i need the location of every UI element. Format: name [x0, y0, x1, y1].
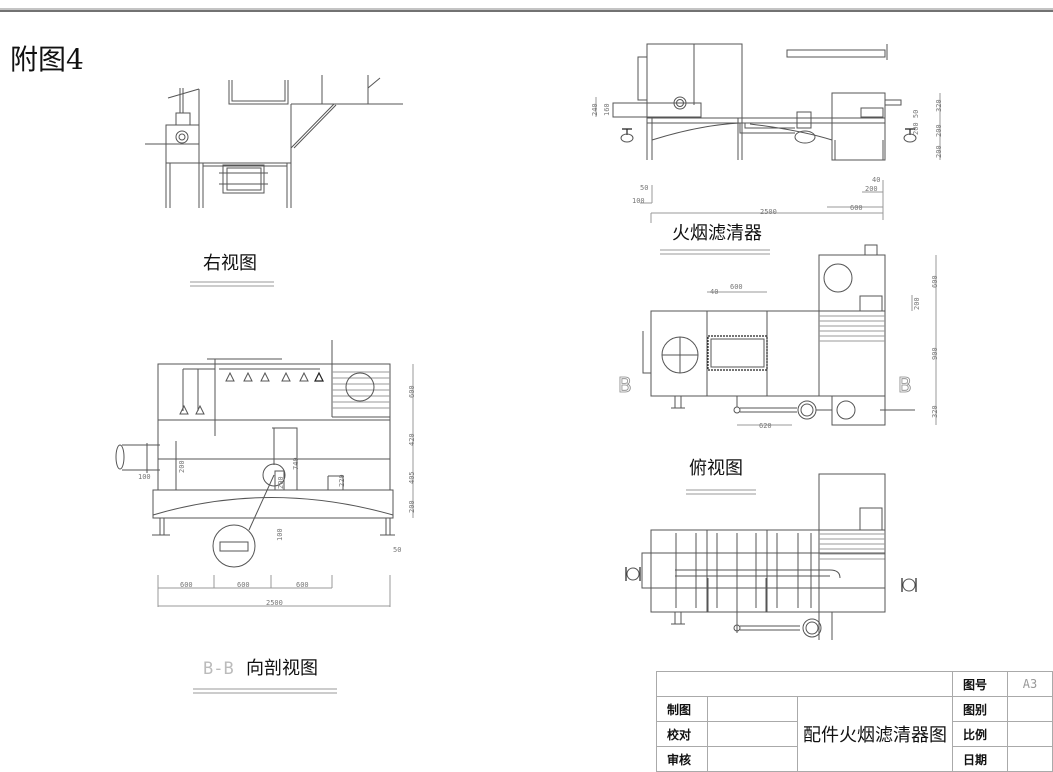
dimension-label: 200 [935, 124, 943, 137]
front-view-caption: 火烟滤清器 [672, 223, 762, 244]
dimension-label: 320 [935, 99, 943, 112]
drawing-category-value [1007, 696, 1053, 722]
dimension-label: 200 [935, 145, 943, 158]
dimension-label: 600 [931, 275, 939, 288]
dimension-label: 405 [408, 471, 416, 484]
drawing-title: 配件火烟滤清器图 [797, 696, 953, 772]
checked-by-value [707, 721, 798, 747]
right-view-caption: 右视图 [203, 253, 257, 274]
dimension-label: 220 [338, 474, 346, 487]
dimension-label: 600 [237, 581, 250, 589]
dimension-label: 100 [276, 528, 284, 541]
dimension-label: 420 [408, 433, 416, 446]
section-mark-b-right: B [898, 373, 912, 397]
section-view-caption: 向剖视图 [246, 658, 318, 679]
dimension-label: 600 [296, 581, 309, 589]
front-view-drawing: 240 160 320 200 200 200 50 50 100 40 200… [591, 43, 943, 223]
drawing-number-label: 图号 [952, 671, 1008, 697]
dimension-label: 160 [603, 103, 611, 116]
page-title: 附图4 [10, 43, 84, 76]
dimension-label: 100 [632, 197, 645, 205]
dimension-label: 200 [865, 185, 878, 193]
right-view-drawing [145, 75, 403, 208]
dimension-label: 200 50 [912, 110, 920, 135]
dimension-label: 2500 [760, 208, 777, 216]
top-view-drawing: 600 40 200 600 900 320 620 B B [618, 244, 939, 430]
dimension-label: 200 [408, 500, 416, 513]
reviewed-by-label: 审核 [656, 746, 708, 772]
scale-value [1007, 721, 1053, 747]
dimension-label: 620 [759, 422, 772, 430]
title-block: 图号 A3 制图 配件火烟滤清器图 图别 校对 比例 审核 日期 [656, 671, 1053, 772]
drawn-by-label: 制图 [656, 696, 708, 722]
drawing-number-value: A3 [1007, 671, 1053, 697]
top-view-caption: 俯视图 [689, 458, 743, 479]
dimension-label: 200 [277, 476, 285, 489]
scale-label: 比例 [952, 721, 1008, 747]
drawn-by-value [707, 696, 798, 722]
dimension-label: 600 [730, 283, 743, 291]
dimension-label: 50 [393, 546, 401, 554]
checked-by-label: 校对 [656, 721, 708, 747]
dimension-label: 2500 [266, 599, 283, 607]
section-caption-prefix: B-B [203, 659, 234, 679]
dimension-label: 600 [408, 385, 416, 398]
dimension-label: 40 [710, 288, 718, 296]
dimension-label: 50 [640, 184, 648, 192]
dimension-label: 320 [931, 405, 939, 418]
drawing-category-label: 图别 [952, 696, 1008, 722]
dimension-label: 240 [591, 103, 599, 116]
pipe-layout-drawing [625, 473, 917, 640]
dimension-label: 100 [138, 473, 151, 481]
dimension-label: 40 [872, 176, 880, 184]
section-mark-b-left: B [618, 373, 632, 397]
dimension-label: 740 [292, 457, 300, 470]
dimension-label: 600 [850, 204, 863, 212]
dimension-label: 200 [178, 460, 186, 473]
dimension-label: 200 [913, 297, 921, 310]
dimension-label: 600 [180, 581, 193, 589]
section-view-drawing: 600 420 405 200 100 200 740 200 220 100 … [115, 340, 416, 607]
dimension-label: 900 [931, 347, 939, 360]
